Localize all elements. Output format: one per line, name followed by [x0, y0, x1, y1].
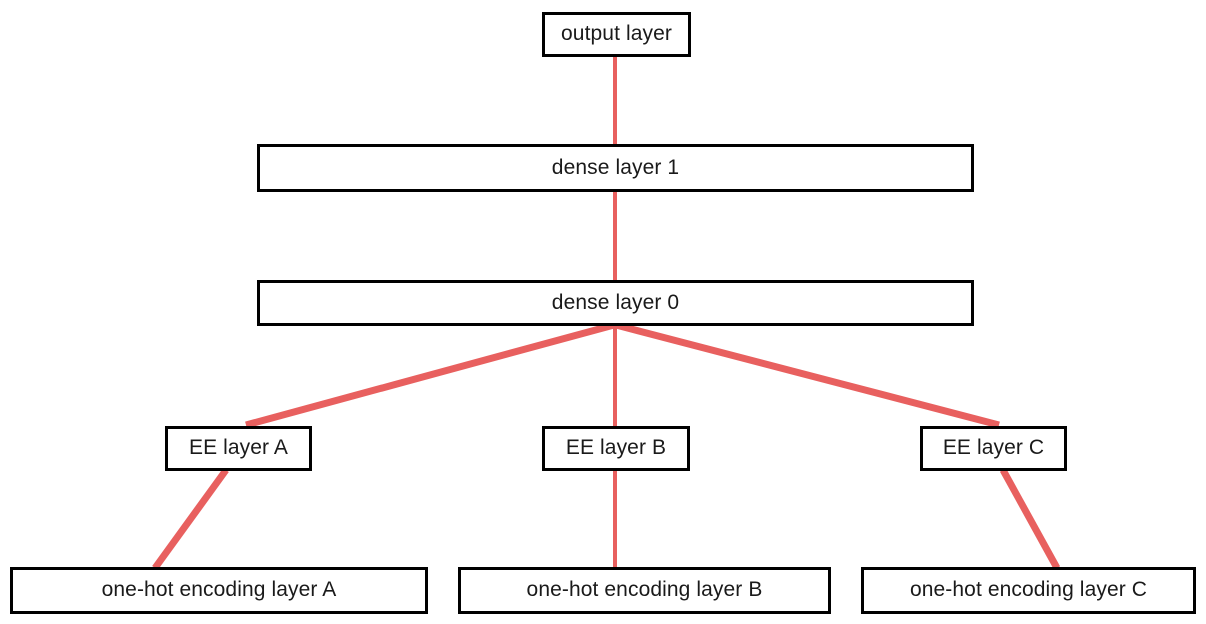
- node-one-hot-encoding-layer-a[interactable]: one-hot encoding layer A: [10, 567, 428, 614]
- node-label-dense-layer-0: dense layer 0: [551, 290, 680, 314]
- edge-onehot_a-to-ee_a: [152, 467, 229, 571]
- node-label-ee-layer-c: EE layer C: [942, 436, 1045, 459]
- node-output-layer[interactable]: output layer: [542, 12, 691, 57]
- node-label-output-layer: output layer: [561, 22, 672, 45]
- node-dense-layer-1[interactable]: dense layer 1: [257, 144, 974, 192]
- node-one-hot-encoding-layer-c[interactable]: one-hot encoding layer C: [861, 567, 1196, 614]
- node-ee-layer-a[interactable]: EE layer A: [165, 426, 312, 471]
- node-dense-layer-0[interactable]: dense layer 0: [257, 280, 974, 326]
- node-label-ee-layer-b: EE layer B: [565, 436, 667, 459]
- node-label-ee-layer-a: EE layer A: [188, 436, 289, 459]
- node-label-one-hot-encoding-layer-a: one-hot encoding layer A: [101, 578, 337, 601]
- node-one-hot-encoding-layer-b[interactable]: one-hot encoding layer B: [458, 567, 831, 614]
- node-label-one-hot-encoding-layer-c: one-hot encoding layer C: [909, 578, 1148, 601]
- node-ee-layer-b[interactable]: EE layer B: [542, 426, 690, 471]
- edge-ee_c-to-dense0: [615, 321, 1000, 429]
- edge-ee_a-to-dense0: [245, 321, 615, 429]
- node-label-one-hot-encoding-layer-b: one-hot encoding layer B: [526, 578, 763, 601]
- node-ee-layer-c[interactable]: EE layer C: [920, 426, 1067, 471]
- edge-onehot_c-to-ee_c: [999, 468, 1061, 570]
- node-label-dense-layer-1: dense layer 1: [551, 155, 680, 179]
